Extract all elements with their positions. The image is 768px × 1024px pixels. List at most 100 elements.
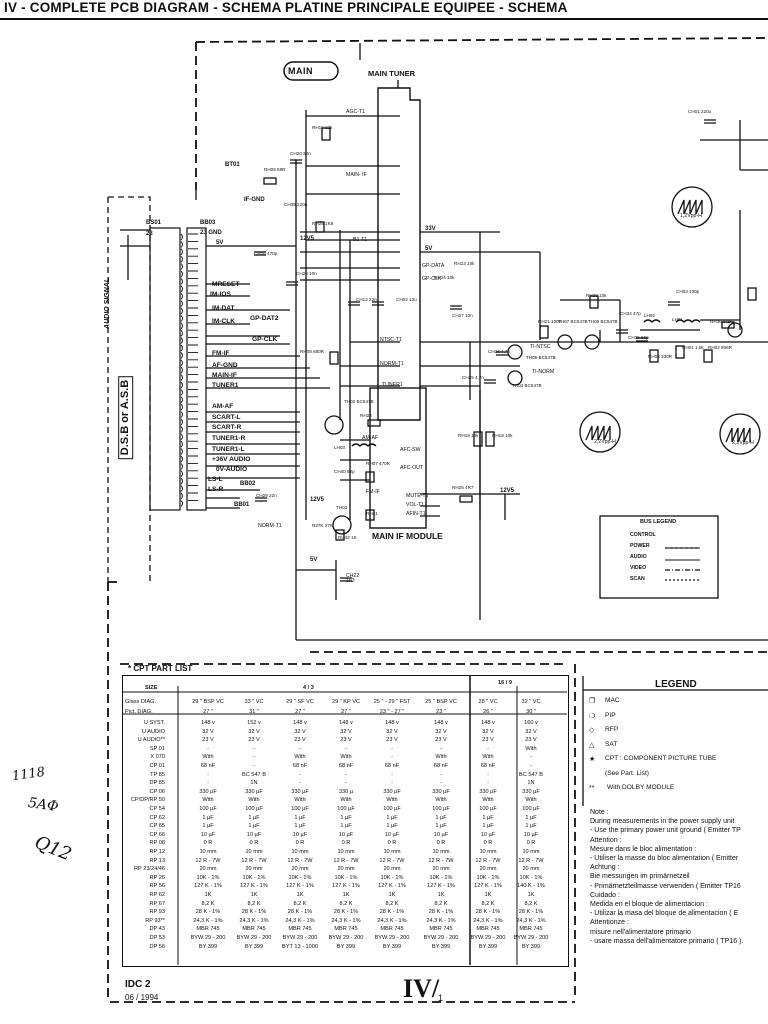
bb01-label: BB01 — [234, 502, 250, 508]
table-cell: 28 K - 1% — [475, 909, 501, 916]
table-cell: 0 R — [203, 840, 213, 847]
table-cell: 1 µF — [482, 823, 494, 830]
table-cell: - — [391, 771, 393, 778]
table-cell: 1K — [204, 892, 212, 898]
table-cell: With — [435, 797, 447, 804]
connector-pin-mark — [180, 292, 198, 300]
notes-line: Achtung : — [590, 864, 620, 872]
table-row-label: CP 66 — [149, 831, 165, 838]
table-cell: BY 399 — [336, 943, 356, 950]
table-cell: 23 V — [482, 737, 494, 744]
table-cell: With — [294, 797, 306, 804]
table-cell: 24,3 K - 1% — [426, 917, 456, 924]
table-row-label: CP/DP/RP 50 — [130, 797, 165, 804]
component-label: TH04 BC547B — [512, 383, 542, 388]
connector-pin-mark — [180, 448, 198, 455]
table-cell: 100 µF — [383, 806, 401, 812]
table-cell: BYW 29 - 200 — [190, 935, 226, 941]
component-label: CH29 22n — [256, 493, 277, 498]
table-cell: 1K — [296, 892, 304, 898]
connector-pin-mark — [180, 240, 198, 248]
table-cell: - — [440, 745, 442, 752]
table-cell: 330 µF — [291, 788, 309, 795]
table-cell: 10K - 1% — [242, 874, 266, 881]
table-row-label: RP 56 — [149, 883, 165, 890]
notes-line: - usare massa dell'alimentatore primario… — [590, 937, 744, 945]
table-cell: 24,3 K - 1% — [331, 917, 361, 924]
table-cell: - — [487, 771, 489, 778]
table-row-label: U AUDIO — [141, 728, 165, 735]
table-cell: 10 µF — [338, 831, 354, 838]
table-cell: 1 µF — [294, 823, 306, 830]
column-glass-header: 25 " BSP VC — [425, 699, 457, 705]
table-cell: 24,3 K - 1% — [377, 917, 407, 924]
component-label: TH02 BC547B — [344, 399, 374, 404]
column-pict-header: 26 " — [483, 709, 493, 715]
component-label: CH20 22n — [290, 151, 311, 156]
table-cell: BYW 29 - 200 — [328, 935, 364, 941]
component-label: RH19 10k — [458, 433, 479, 438]
norm-t1-left-label: NORM-T1 — [258, 523, 282, 529]
mute-t1-label: MUTE-T1 — [406, 493, 429, 499]
table-cell: - — [391, 780, 393, 787]
table-cell: 140 K - 1% — [517, 883, 545, 890]
table-cell: 8,2 K — [339, 900, 353, 907]
table-cell: 28 K - 1% — [379, 909, 405, 916]
table-cell: With — [482, 797, 494, 804]
table-cell: 10 µF — [292, 831, 308, 838]
table-cell: 32 V — [202, 728, 214, 735]
component-label: RH10 22k — [312, 125, 333, 130]
connector-pin-label: IM-CLK — [212, 318, 236, 325]
glass-label: Glass DIAG. — [125, 699, 157, 705]
afc-out-label: AFC-OUT — [400, 465, 424, 471]
table-cell: 152 v — [247, 720, 261, 726]
connector-pin-mark — [180, 255, 198, 263]
table-row-label: CP 01 — [149, 763, 165, 769]
table-cell: - — [440, 780, 442, 787]
component-label: CH25 4,7n — [462, 375, 484, 380]
table-cell: BYW 29 - 200 — [282, 935, 318, 941]
table-cell: With — [202, 754, 214, 761]
column-pict-header: 23 " - 27 " — [379, 709, 405, 715]
table-cell: 330 µF — [245, 788, 263, 795]
notes-line: Medida en el bloque de alimentacion : — [590, 901, 708, 909]
table-cell: 330 µF — [383, 788, 401, 795]
table-row-label: RP 93** — [145, 917, 165, 924]
legend-item-text: (See Part. List) — [605, 769, 649, 777]
table-cell: 10 µF — [246, 831, 262, 838]
connector-pin-label: FM-IF — [212, 350, 230, 357]
table-cell: - — [207, 771, 209, 778]
table-cell: - — [530, 754, 532, 761]
waveform-label-1: 2,2Vpp-H — [594, 439, 616, 445]
component-label: RH03 330R — [648, 354, 673, 359]
table-cell: - — [299, 745, 301, 752]
table-cell: 148 v — [434, 720, 448, 726]
table-cell: BY 399 — [198, 943, 218, 950]
33v-label: 33V — [425, 226, 436, 232]
table-cell: 8,2 K — [293, 900, 307, 907]
connector-pin-mark — [180, 485, 198, 492]
table-cell: 148 v — [201, 720, 215, 726]
model-label: IDC 2 — [125, 979, 151, 990]
table-cell: BYT 13 - 1000 — [282, 943, 318, 950]
connector-pin-label: SCART-R — [212, 424, 242, 431]
connector-pin-mark — [180, 418, 198, 426]
bs01-23-label: 23 — [146, 231, 153, 237]
table-cell: 12 R - 7W — [333, 857, 359, 864]
12v5-label: 12V5 — [300, 236, 315, 242]
connector-pin-mark — [180, 322, 198, 330]
table-cell: - — [207, 780, 209, 787]
page-number: IV/ — [403, 974, 440, 1003]
table-cell: 127 K - 1% — [240, 883, 268, 890]
table-cell: 127 K - 1% — [427, 883, 455, 890]
connector-pin-mark — [180, 344, 198, 352]
column-pict-header: 27 " — [203, 709, 213, 715]
main-label: MAIN — [288, 66, 313, 76]
component-label: CH02 10u — [396, 297, 417, 302]
table-cell: 1K — [388, 892, 396, 898]
table-cell: 32 V — [248, 728, 260, 735]
component-label: CH01 220u — [688, 109, 712, 114]
part-list-table: SIZE 4 / 3 16 / 9 Glass DIAG. Pict. DIAG… — [122, 675, 569, 967]
table-row-label: U AUDIO** — [137, 737, 165, 744]
